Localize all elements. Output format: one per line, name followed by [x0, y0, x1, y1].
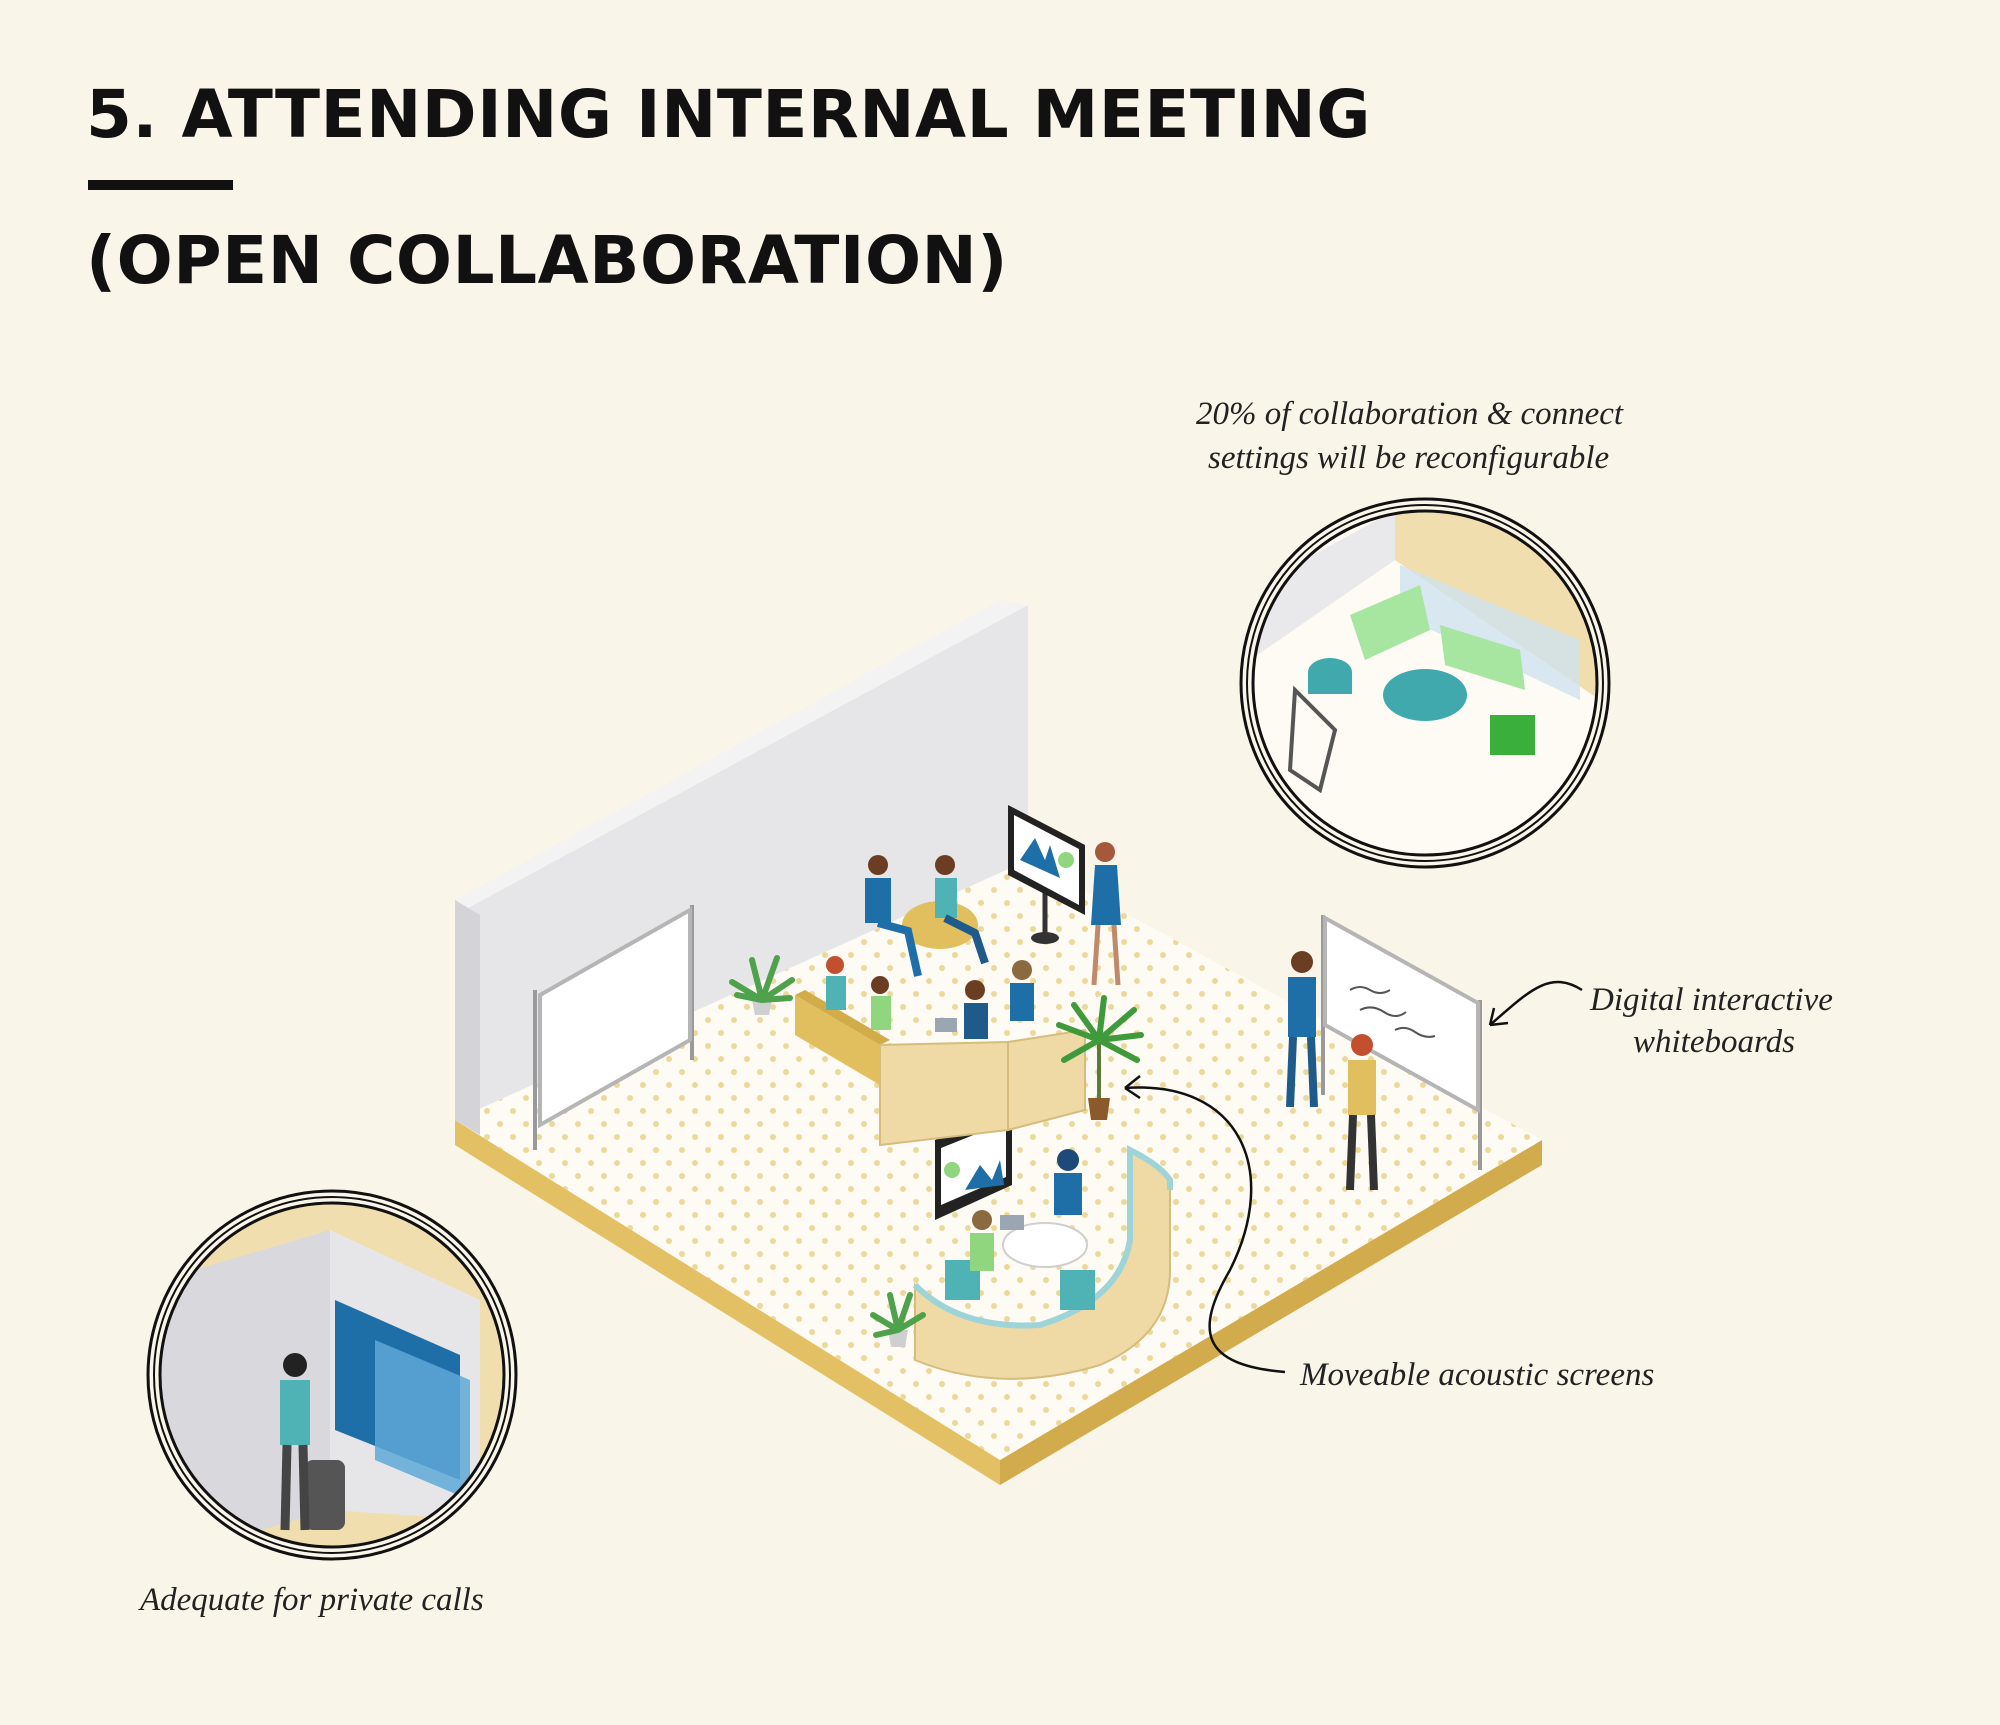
person-icon	[1054, 1149, 1082, 1215]
person-icon	[935, 980, 988, 1039]
person-icon	[826, 956, 846, 1010]
person-icon	[1286, 951, 1318, 1108]
callout-whiteboards-line1: Digital interactive	[1590, 982, 1833, 1018]
page-subtitle: (OPEN COLLABORATION)	[86, 222, 1008, 299]
person-icon	[935, 855, 989, 965]
display-screen-bottom	[935, 1110, 1012, 1220]
lounge-sofa	[795, 901, 978, 1085]
whiteboard-right	[1321, 914, 1482, 1170]
callout-reconfigurable-line2: settings will be reconfigurable	[1208, 440, 1610, 476]
potted-plant-icon	[870, 1292, 926, 1347]
inset-private-calls	[146, 1189, 518, 1561]
potted-plant-icon	[1056, 995, 1144, 1120]
title-divider	[88, 180, 233, 190]
page-title: 5. ATTENDING INTERNAL MEETING	[86, 76, 1371, 153]
person-icon	[1010, 960, 1034, 1021]
callout-acoustic-screens: Moveable acoustic screens	[1300, 1357, 1655, 1393]
display-screen-top	[1008, 805, 1085, 944]
people-group	[826, 842, 1378, 1271]
callout-whiteboards-line2: whiteboards	[1633, 1024, 1795, 1060]
arrow-acoustic-screens	[1124, 1075, 1286, 1374]
whiteboard-left	[533, 905, 694, 1150]
potted-plant-icon	[729, 955, 795, 1015]
person-icon	[1346, 1034, 1378, 1191]
callout-private-calls: Adequate for private calls	[140, 1582, 484, 1618]
person-icon	[871, 976, 891, 1030]
inset-reconfigurable-settings	[1239, 497, 1611, 869]
arrow-whiteboards	[1488, 980, 1583, 1027]
callout-reconfigurable-line1: 20% of collaboration & connect	[1196, 396, 1624, 432]
acoustic-screens-center	[879, 1028, 1086, 1147]
person-icon	[865, 855, 922, 977]
person-icon	[1091, 842, 1121, 986]
person-icon	[970, 1210, 1024, 1271]
